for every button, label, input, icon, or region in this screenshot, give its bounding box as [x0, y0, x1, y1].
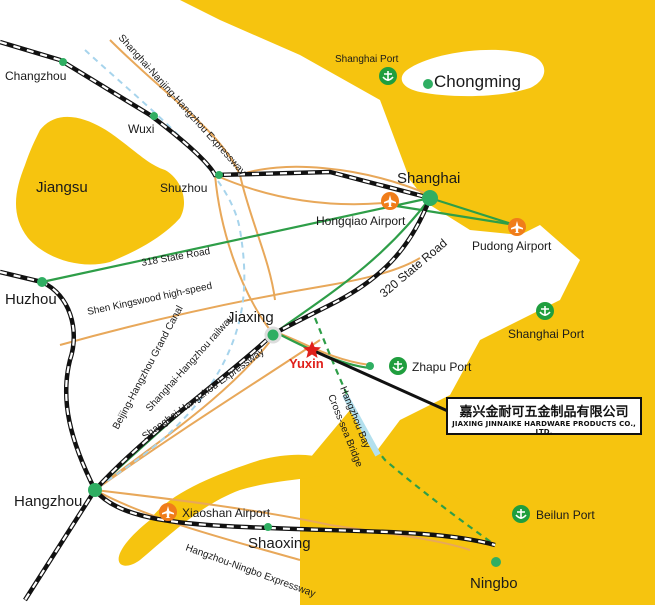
- shanghai-port-east-label: Shanghai Port: [508, 327, 585, 341]
- company-name-en: JIAXING JINNAIKE HARDWARE PRODUCTS CO., …: [452, 420, 636, 436]
- hangzhou-bay-bridge: [342, 393, 381, 457]
- zhapu-port-label: Zhapu Port: [412, 360, 472, 374]
- wuxi-label: Wuxi: [128, 122, 154, 136]
- hangzhou-label: Hangzhou: [14, 493, 82, 510]
- shuzhou-label: Shuzhou: [160, 181, 207, 195]
- company-name-cn: 嘉兴金耐可五金制品有限公司: [459, 405, 629, 420]
- road-318-label: 318 State Road: [141, 246, 211, 269]
- jiangsu-label: Jiangsu: [36, 179, 88, 196]
- chongming-label: Chongming: [434, 72, 521, 91]
- beilun-port-label: Beilun Port: [536, 508, 595, 522]
- chongming-island: [401, 49, 545, 97]
- jiaxing-node: [264, 326, 282, 344]
- huzhou-label: Huzhou: [5, 291, 57, 308]
- shanghai-node: [422, 190, 438, 206]
- port-icon: [535, 301, 555, 321]
- taihu-lake: [15, 116, 185, 265]
- wuxi-node: [150, 112, 158, 120]
- yuxin-star-icon: [303, 341, 321, 358]
- shaoxing-node: [264, 523, 272, 531]
- huzhou-node: [37, 277, 47, 287]
- airport-icon: [381, 192, 399, 210]
- shuzhou-node: [215, 171, 223, 179]
- airport-icon: [508, 218, 526, 236]
- city-nodes: [37, 58, 501, 567]
- shanghai-port-north-label: Shanghai Port: [335, 54, 399, 65]
- yuxin-label: Yuxin: [289, 356, 324, 371]
- ningbo-node: [491, 557, 501, 567]
- ningbo-label: Ningbo: [470, 575, 518, 592]
- hongqiao-airport-label: Hongqiao Airport: [316, 214, 406, 228]
- shaoxing-label: Shaoxing: [248, 535, 311, 552]
- jiaxing-label: Jiaxing: [227, 309, 274, 326]
- hangzhou-node: [88, 483, 102, 497]
- port-icon: [378, 66, 398, 86]
- zhapu-node: [366, 362, 374, 370]
- airport-icon: [159, 503, 177, 521]
- pudong-airport-label: Pudong Airport: [472, 239, 552, 253]
- shanghai-label: Shanghai: [397, 170, 460, 187]
- port-icon: [388, 356, 408, 376]
- port-icon: [511, 504, 531, 524]
- leader-line: [311, 348, 451, 414]
- changzhou-node: [59, 58, 67, 66]
- changzhou-label: Changzhou: [5, 69, 66, 83]
- xiaoshan-airport-label: Xiaoshan Airport: [182, 506, 271, 520]
- company-label-box: 嘉兴金耐可五金制品有限公司 JIAXING JINNAIKE HARDWARE …: [446, 397, 642, 436]
- chongming-node: [423, 79, 433, 89]
- hangzhou-bay: [300, 410, 540, 580]
- grand-canal-line: [84, 49, 246, 491]
- east-china-sea: [180, 0, 655, 605]
